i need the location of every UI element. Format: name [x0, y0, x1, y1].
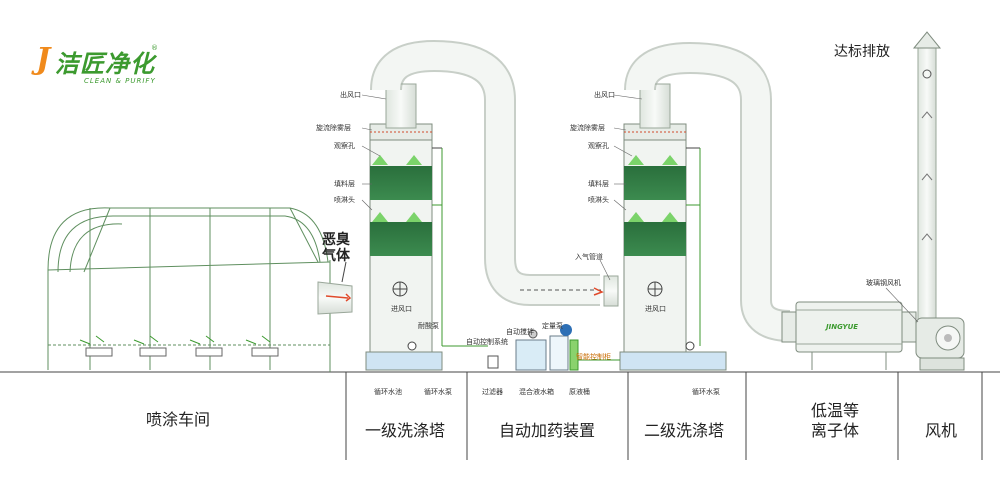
plasma-brand: JINGYUE: [826, 323, 859, 331]
exhaust-stack: [912, 31, 942, 339]
fan-label: 玻璃钢风机: [866, 279, 901, 287]
duct-to-plasma: [624, 41, 791, 342]
dosing-control-label: 自动控制系统: [466, 338, 508, 346]
foul-gas-label-1: 恶臭: [322, 232, 350, 248]
t1-packing-label: 填料层: [334, 180, 355, 188]
section-tower-2: 二级洗涤塔: [644, 421, 725, 440]
t2-outlet-label: 出风口: [594, 91, 615, 99]
dosing-filter-label: 过滤器: [482, 388, 503, 396]
logo-mark: J: [36, 42, 51, 77]
scrubber-tower-1: [365, 123, 443, 371]
section-plasma: 低温等 离子体: [811, 401, 860, 440]
dosing-mixer-label: 自动搅拌: [506, 328, 534, 336]
ground-and-dividers: [0, 371, 1000, 460]
section-fan: 风机: [925, 421, 958, 440]
fan: [915, 317, 965, 371]
spray-guns: [79, 335, 279, 357]
t1-pump-label: 循环水泵: [424, 388, 452, 396]
section-dosing: 自动加药装置: [499, 421, 596, 440]
logo-registered: ®: [151, 44, 158, 52]
leader-lines: [361, 94, 919, 323]
spray-booth: [47, 207, 331, 372]
logo-tagline: CLEAN & PURIFY: [84, 77, 156, 85]
dosing-raw-tank-label: 原液桶: [569, 388, 590, 396]
section-spray-booth: 喷涂车间: [146, 410, 211, 429]
section-tower-1: 一级洗涤塔: [365, 421, 446, 440]
t1-acid-pump-label: 耐酸泵: [418, 322, 439, 330]
t1-tank-label: 循环水池: [374, 388, 402, 396]
dosing-metering-pump-label: 定量泵: [542, 322, 563, 330]
t2-inlet-label: 进风口: [645, 305, 666, 313]
t1-spray-head-label: 喷淋头: [334, 196, 355, 204]
t2-demister-label: 旋流除雾层: [570, 124, 605, 132]
t2-pump-label: 循环水泵: [692, 388, 720, 396]
inlet-duct: [317, 261, 353, 315]
t2-spray-head-label: 喷淋头: [588, 196, 609, 204]
t2-sight-hole-label: 观察孔: [588, 142, 609, 150]
t1-sight-hole-label: 观察孔: [334, 142, 355, 150]
t1-outlet-label: 出风口: [340, 91, 361, 99]
logo-brand: 洁匠净化: [55, 50, 155, 78]
t1-inlet-label: 进风口: [391, 305, 412, 313]
dosing-mixing-tank-label: 混合液水箱: [519, 388, 554, 396]
scrubber-tower-2: [619, 123, 727, 371]
duct-between-towers: [370, 39, 619, 307]
plasma-unit: [781, 301, 917, 370]
dosing-equipment: [442, 324, 620, 371]
dosing-panel-label: 智能控制柜: [576, 353, 611, 361]
discharge-label: 达标排放: [834, 44, 890, 60]
t2-packing-label: 填料层: [588, 180, 609, 188]
t2-air-duct-label: 入气管道: [575, 253, 603, 261]
t1-demister-label: 旋流除雾层: [316, 124, 351, 132]
foul-gas-label-2: 气体: [322, 248, 350, 264]
